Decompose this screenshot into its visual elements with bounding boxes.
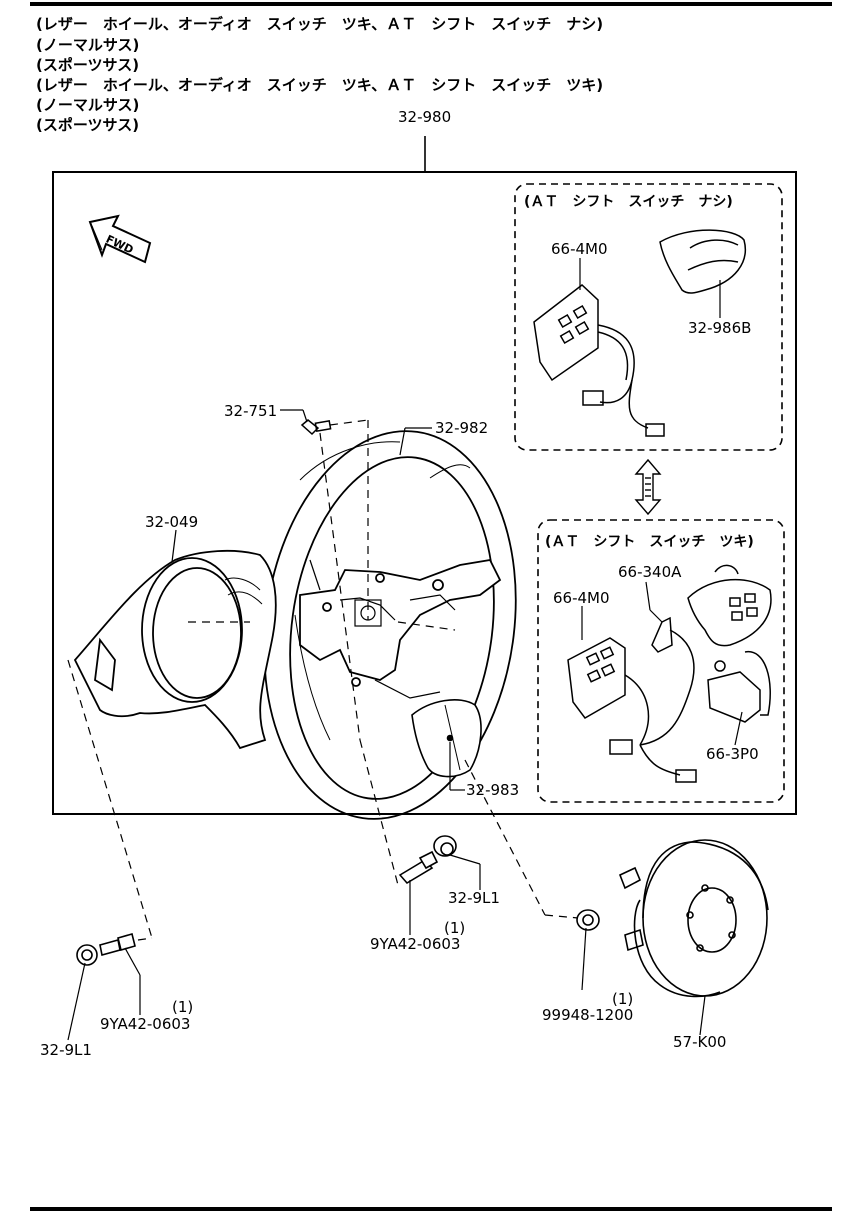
label-32-751: 32-751 — [224, 402, 278, 420]
qty-9ya42-center: (1) — [444, 919, 466, 937]
header-line-1: (レザー ホイール、オーディオ スイッチ ツキ、ＡＴ シフト スイッチ ナシ) — [36, 15, 604, 33]
steering-wheel-32-982 — [263, 430, 517, 820]
label-57-k00: 57-K00 — [673, 1033, 727, 1051]
audio-switch-upper — [533, 284, 665, 437]
label-32-983: 32-983 — [466, 781, 520, 799]
label-66-3p0: 66-3P0 — [706, 745, 759, 763]
switch-cover-32-986b — [659, 229, 746, 294]
option-box-with-shift — [537, 519, 785, 803]
nut-99948-1200 — [576, 909, 600, 931]
header-line-3: (スポーツサス) — [36, 56, 140, 74]
shift-switch-right — [687, 564, 772, 647]
rear-cover-32-049 — [73, 549, 277, 750]
label-99948-1200: 99948-1200 — [542, 1006, 634, 1024]
paddle-66-3p0 — [707, 651, 771, 723]
header-line-4: (レザー ホイール、オーディオ スイッチ ツキ、ＡＴ シフト スイッチ ツキ) — [36, 76, 604, 94]
label-32-9l1-left: 32-9L1 — [40, 1041, 92, 1059]
top-rule — [30, 2, 832, 6]
nut-32-9l1-center — [433, 835, 457, 857]
bottom-rule — [30, 1207, 832, 1211]
bolt-9ya42-center — [398, 850, 439, 885]
label-32-049: 32-049 — [145, 513, 199, 531]
header-line-6: (スポーツサス) — [36, 116, 140, 134]
airbag-57-k00 — [618, 839, 769, 998]
option-box-without-shift — [514, 183, 783, 451]
label-66-4m0-lower: 66-4M0 — [553, 589, 610, 607]
label-32-982: 32-982 — [435, 419, 489, 437]
header-line-5: (ノーマルサス) — [36, 96, 140, 114]
double-arrow — [634, 458, 662, 516]
label-32-980: 32-980 — [398, 108, 452, 126]
harness-66-340a — [639, 616, 695, 746]
label-9ya42-left: 9YA42-0603 — [100, 1015, 191, 1033]
nut-32-9l1-left — [76, 944, 98, 966]
label-32-986b: 32-986B — [688, 319, 752, 337]
label-66-340a: 66-340A — [618, 563, 682, 581]
screw-32-751 — [300, 419, 332, 436]
qty-9ya42-left: (1) — [172, 998, 194, 1016]
header-line-2: (ノーマルサス) — [36, 36, 140, 54]
audio-switch-lower — [567, 637, 697, 783]
bolt-9ya42-left — [99, 933, 136, 957]
fwd-arrow-icon — [88, 214, 152, 264]
lower-cover-32-983 — [411, 699, 482, 778]
label-9ya42-center: 9YA42-0603 — [370, 935, 461, 953]
box-title-without-shift: (ＡＴ シフト スイッチ ナシ) — [524, 194, 733, 210]
qty-99948: (1) — [612, 990, 634, 1008]
label-32-9l1-center: 32-9L1 — [448, 889, 500, 907]
box-title-with-shift: (ＡＴ シフト スイッチ ツキ) — [545, 534, 754, 550]
label-66-4m0-upper: 66-4M0 — [551, 240, 608, 258]
